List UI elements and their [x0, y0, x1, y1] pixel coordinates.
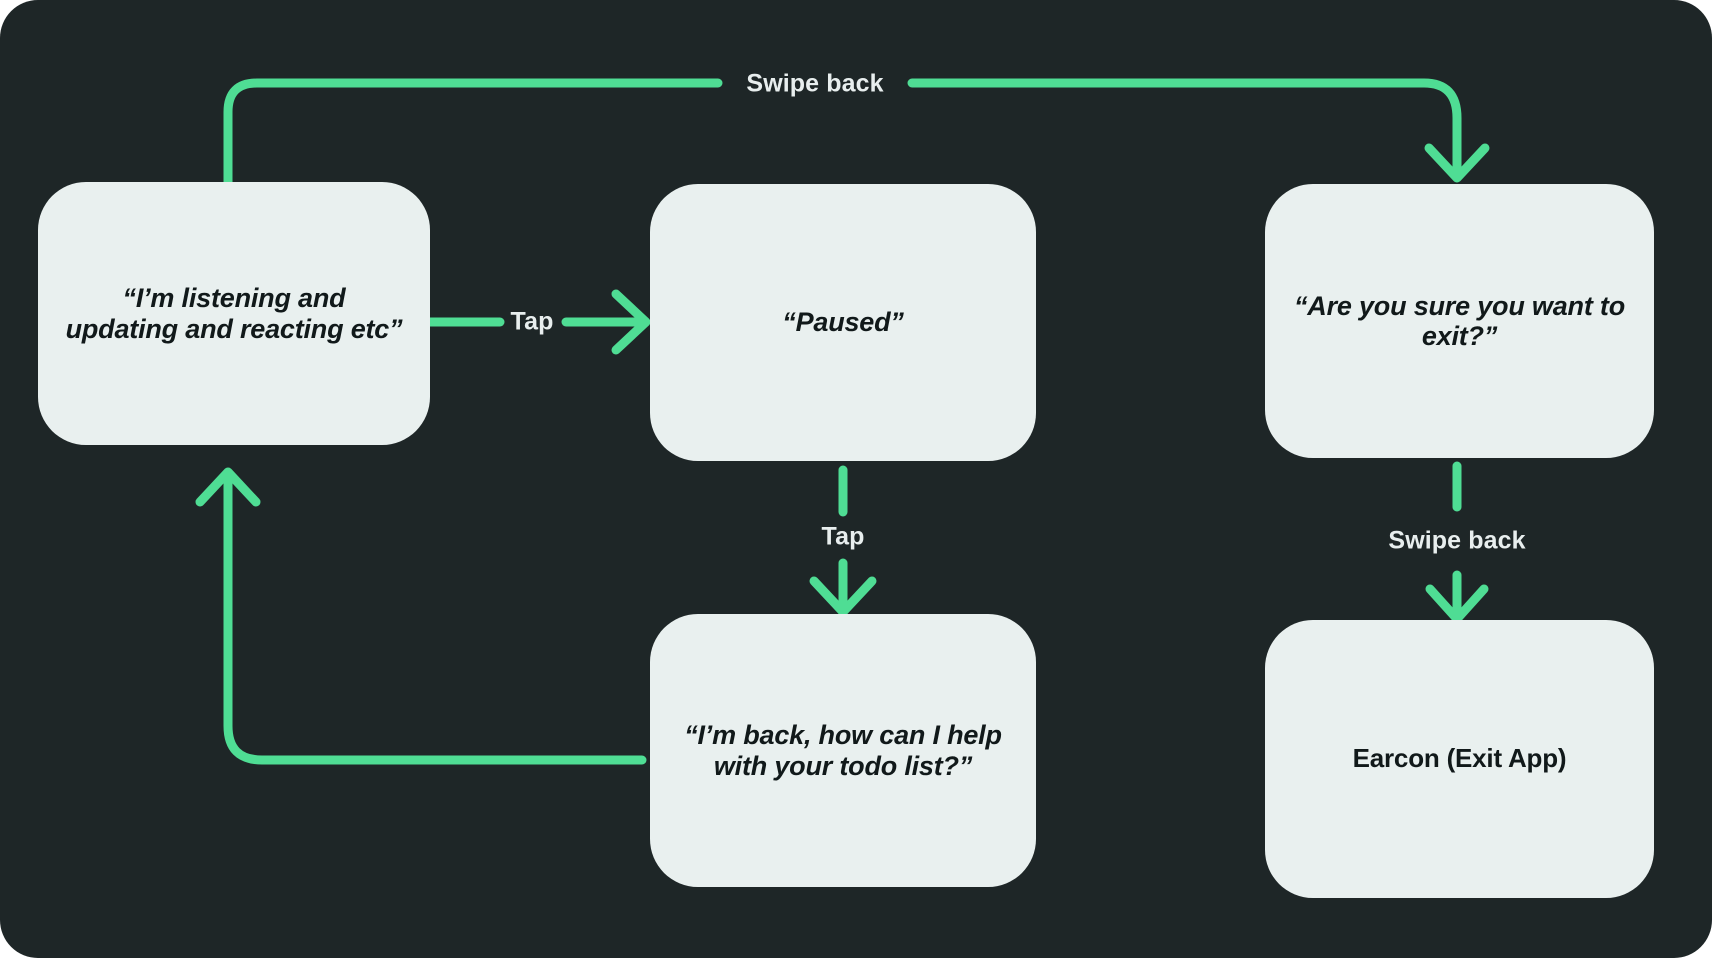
- edge-label-tap-listening-paused: Tap: [510, 307, 554, 336]
- node-paused[interactable]: “Paused”: [650, 184, 1036, 461]
- edge-back-to-listening-arrowhead: [195, 467, 261, 507]
- node-listening[interactable]: “I’m listening and updating and reacting…: [38, 182, 430, 445]
- edge-back-to-listening-line: [223, 469, 647, 765]
- edge-confirm-to-earcon-arrowhead: [1425, 584, 1489, 624]
- node-back-todo-label: “I’m back, how can I help with your todo…: [684, 720, 1002, 781]
- edge-listening-to-confirm-arrowhead: [1424, 143, 1490, 183]
- edge-listening-to-confirm-left-segment: [223, 78, 723, 187]
- node-earcon[interactable]: Earcon (Exit App): [1265, 620, 1654, 898]
- edge-listening-to-paused-arrowhead: [611, 289, 651, 355]
- node-paused-label: “Paused”: [782, 307, 904, 338]
- node-confirm-exit-label: “Are you sure you want to exit?”: [1293, 290, 1626, 351]
- node-listening-label: “I’m listening and updating and reacting…: [65, 283, 403, 344]
- edge-label-swipe-back-top: Swipe back: [746, 69, 884, 98]
- edge-label-tap-paused-back: Tap: [821, 522, 865, 551]
- node-earcon-label: Earcon (Exit App): [1352, 743, 1567, 774]
- edge-paused-to-back-arrowhead: [809, 576, 877, 617]
- node-back-todo[interactable]: “I’m back, how can I help with your todo…: [650, 614, 1036, 887]
- edge-listening-to-confirm-right-segment: [907, 78, 1462, 181]
- node-confirm-exit[interactable]: “Are you sure you want to exit?”: [1265, 184, 1654, 458]
- edge-label-swipe-back-right: Swipe back: [1388, 526, 1526, 555]
